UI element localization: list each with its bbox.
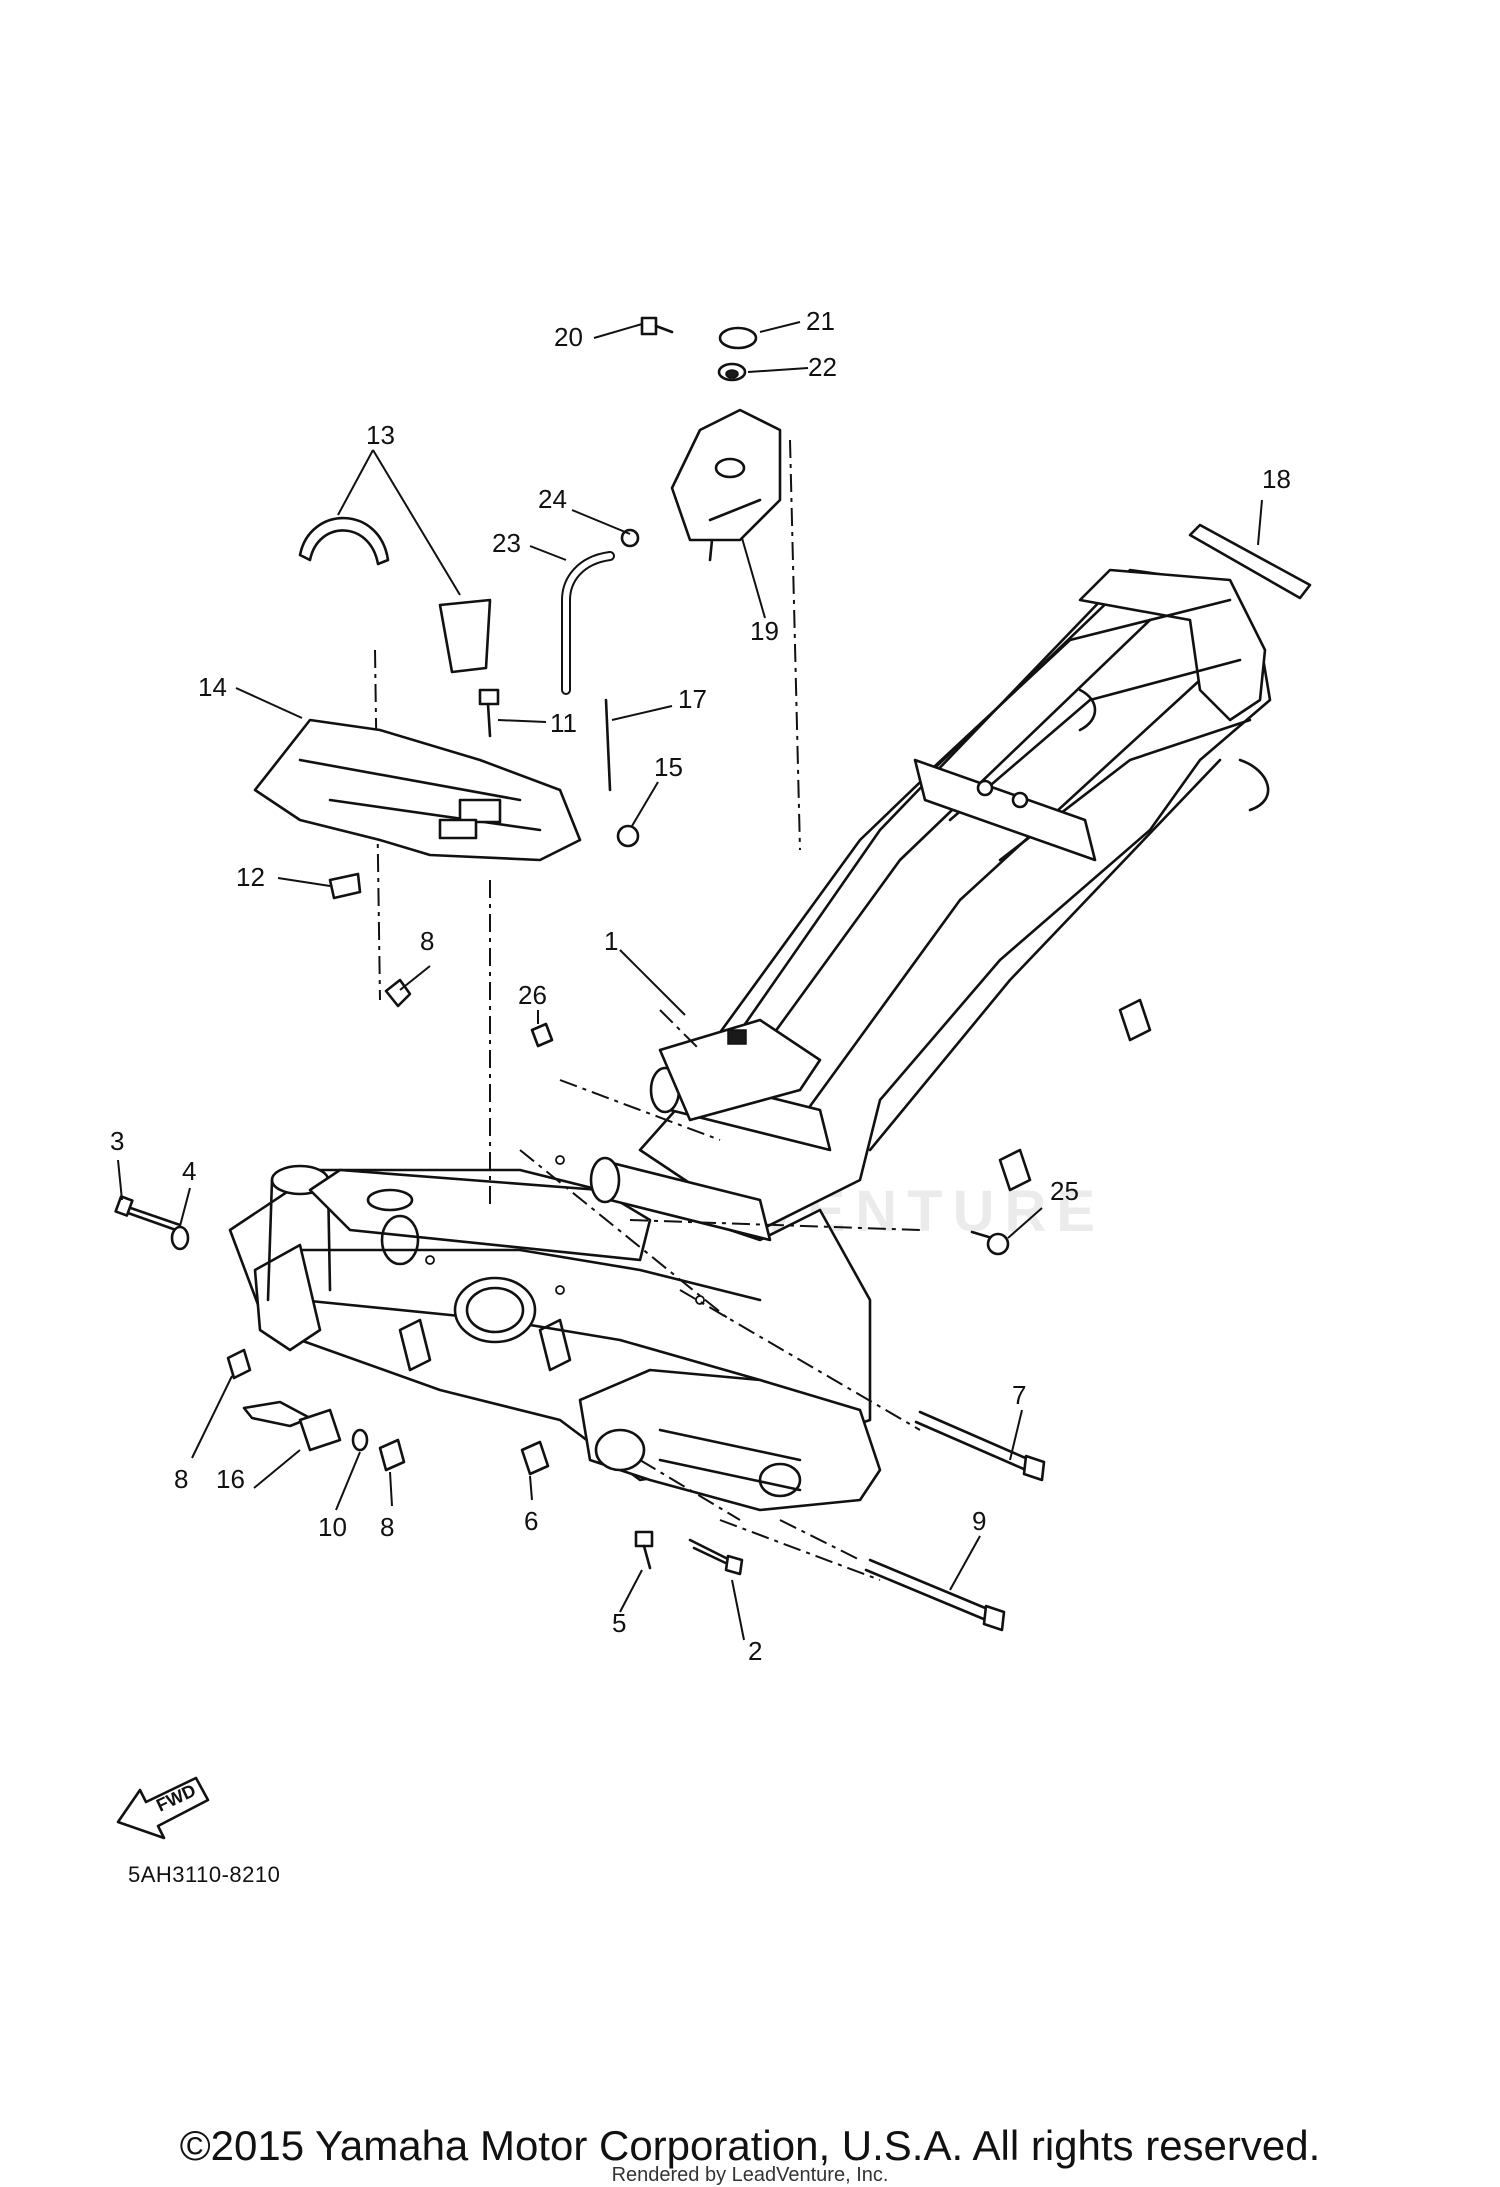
bolt-5[interactable]	[634, 1530, 654, 1570]
callout-17: 17	[678, 684, 707, 714]
callout-11: 11	[550, 708, 577, 738]
callout-6: 6	[524, 1506, 538, 1536]
callout-3: 3	[110, 1126, 124, 1156]
callout-9: 9	[972, 1506, 986, 1536]
leader-lines	[117, 321, 1263, 1641]
callout-4: 4	[182, 1156, 196, 1186]
callout-24: 24	[538, 484, 567, 514]
washer-4[interactable]	[170, 1225, 190, 1251]
callout-19: 19	[750, 616, 779, 646]
bolt-3[interactable]	[114, 1195, 182, 1232]
bolt-25[interactable]	[970, 1230, 1010, 1256]
rendered-by-notice: Rendered by LeadVenture, Inc.	[611, 2164, 889, 2186]
bracket-16[interactable]	[242, 1400, 342, 1452]
bolt-9[interactable]	[864, 1558, 1006, 1632]
callout-23: 23	[492, 528, 521, 558]
callout-1: 1	[604, 926, 618, 956]
callout-14: 14	[198, 672, 227, 702]
clamp-24[interactable]	[620, 528, 640, 548]
bolt-7[interactable]	[914, 1410, 1046, 1482]
pad-18[interactable]	[1188, 523, 1312, 600]
nut-26[interactable]	[530, 1022, 554, 1048]
callout-15: 15	[654, 752, 683, 782]
callout-22: 22	[808, 352, 837, 382]
callout-8-bottom: 8	[380, 1512, 394, 1542]
callout-16: 16	[216, 1464, 245, 1494]
callout-21: 21	[806, 306, 835, 336]
callout-10: 10	[318, 1512, 347, 1542]
cap-21[interactable]	[718, 326, 758, 350]
bolt-2[interactable]	[688, 1538, 744, 1576]
pad-12[interactable]	[328, 872, 362, 900]
washer-10[interactable]	[351, 1428, 369, 1452]
callout-2: 2	[748, 1636, 762, 1666]
copyright-notice: ©2015 Yamaha Motor Corporation, U.S.A. A…	[179, 2122, 1321, 2169]
battery-tray-14[interactable]	[253, 718, 582, 862]
callout-numbers: 1 2 3 4 5 6 7 8 8 8 9 10 11 12 13 14 15 …	[110, 306, 1291, 1666]
callout-7: 7	[1012, 1380, 1026, 1410]
diagram-code: 5AH3110-8210	[128, 1862, 281, 1887]
callout-12: 12	[236, 862, 265, 892]
nut-15[interactable]	[616, 824, 640, 848]
grommet-22[interactable]	[717, 362, 747, 382]
tie-17[interactable]	[604, 698, 612, 792]
bolt-11[interactable]	[478, 688, 500, 738]
reservoir-tank-19[interactable]	[670, 408, 782, 562]
callout-26: 26	[518, 980, 547, 1010]
fwd-arrow-icon: FWD	[116, 1776, 210, 1840]
collar-8-bottom[interactable]	[378, 1438, 406, 1472]
callout-18: 18	[1262, 464, 1291, 494]
frame-part[interactable]	[228, 568, 1272, 1512]
callout-13: 13	[366, 420, 395, 450]
callout-8-top: 8	[420, 926, 434, 956]
callout-8-left: 8	[174, 1464, 188, 1494]
strap-13[interactable]	[298, 516, 492, 674]
callout-25: 25	[1050, 1176, 1079, 1206]
bolt-20[interactable]	[640, 316, 674, 336]
collar-8-left[interactable]	[226, 1348, 252, 1380]
callout-5: 5	[612, 1608, 626, 1638]
callout-20: 20	[554, 322, 583, 352]
collar-6[interactable]	[520, 1440, 550, 1476]
